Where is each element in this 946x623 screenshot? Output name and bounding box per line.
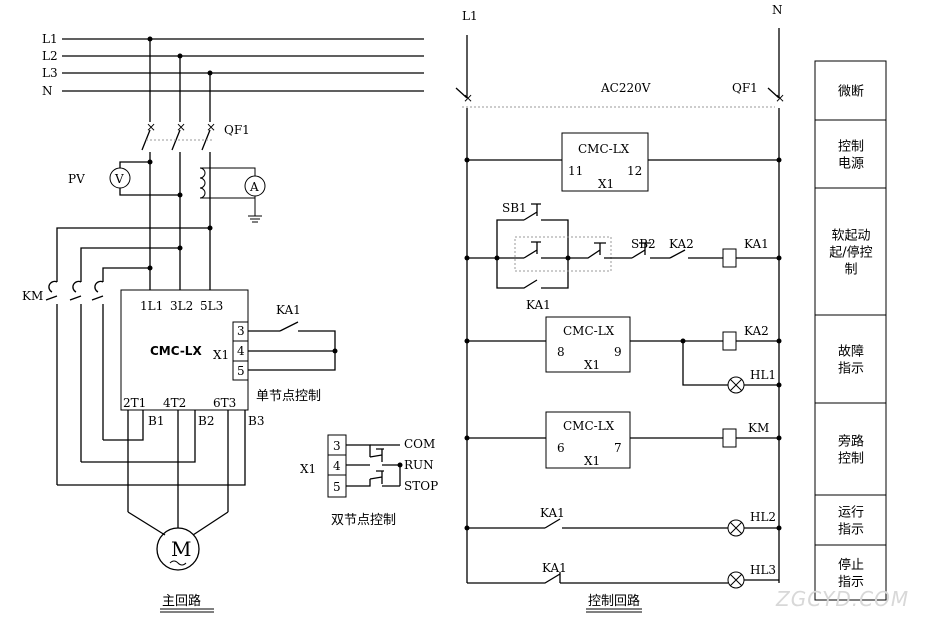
voltmeter: V PV xyxy=(68,159,183,198)
function-label-7: 停止指示 xyxy=(838,557,864,590)
terminal-4: 4 xyxy=(237,344,245,358)
dn-label-com: COM xyxy=(404,437,435,451)
ctrl-supply: AC220V xyxy=(600,81,651,95)
rung4-right: 7 xyxy=(614,441,622,455)
rung4-left: 6 xyxy=(557,441,565,455)
rung3-left: 8 xyxy=(557,345,565,359)
breaker-label: QF1 xyxy=(224,123,250,137)
watermark: ZGCYD.COM xyxy=(775,587,909,611)
function-label-6: 运行指示 xyxy=(838,506,864,538)
output-4t2: 4T2 xyxy=(163,396,186,410)
output-2t1: 2T1 xyxy=(123,396,146,410)
rung1-box: CMC-LX xyxy=(578,142,630,156)
control-circuit: L1 N × × AC220V QF1 CMC-LX 11 12 X1 xyxy=(455,3,785,613)
rung-run-indicator: KA1 HL2 xyxy=(464,506,782,537)
bus-label-l1: L1 xyxy=(42,32,58,46)
rung1-block: X1 xyxy=(598,177,614,191)
output-6t3: 6T3 xyxy=(213,396,236,410)
dn-terminal-3: 3 xyxy=(333,439,341,453)
main-circuit: L1 L2 L3 N × × × QF1 xyxy=(22,32,438,613)
rung3-right: 9 xyxy=(614,345,622,359)
rung3-block: X1 xyxy=(584,358,600,372)
rung3-lamp: HL1 xyxy=(750,368,776,382)
double-node-caption: 双节点控制 xyxy=(331,513,396,528)
rung-control-power: CMC-LX 11 12 X1 xyxy=(464,132,782,192)
single-node-caption: 单节点控制 xyxy=(256,389,321,404)
rung3-coil: KA2 xyxy=(744,324,769,338)
main-breaker-qf1: × × × QF1 xyxy=(141,120,250,290)
rung-fault: CMC-LX 8 9 X1 KA2 HL1 xyxy=(464,316,782,394)
main-circuit-caption: 主回路 xyxy=(162,593,201,609)
rung6-contact: KA1 xyxy=(542,561,567,575)
rung5-lamp: HL2 xyxy=(750,510,776,524)
rung4-block: X1 xyxy=(584,454,600,468)
input-5l3: 5L3 xyxy=(200,299,223,313)
single-node-control: KA1 单节点控制 xyxy=(248,303,338,404)
rung1-right: 12 xyxy=(627,164,642,178)
bus-label-l2: L2 xyxy=(42,49,58,63)
ammeter: A xyxy=(199,167,266,223)
soft-starter: 1L1 3L2 5L3 CMC-LX X1 3 4 5 2T1 4T2 6T3 … xyxy=(120,289,264,428)
bus-label-l3: L3 xyxy=(42,66,58,80)
dn-label-stop: STOP xyxy=(404,479,438,493)
sb2-label: SB2 xyxy=(631,237,656,251)
single-node-relay: KA1 xyxy=(276,303,301,317)
rung1-left: 11 xyxy=(568,164,583,178)
rung-stop-indicator: KA1 HL3 xyxy=(467,561,779,589)
terminal-block-x1: X1 xyxy=(213,348,229,362)
rung3-box: CMC-LX xyxy=(563,324,615,338)
voltmeter-label: PV xyxy=(68,172,85,186)
dn-terminal-5: 5 xyxy=(333,480,341,494)
rung4-box: CMC-LX xyxy=(563,419,615,433)
bus-label-n: N xyxy=(42,84,53,98)
svg-text:×: × xyxy=(775,91,785,105)
terminal-3: 3 xyxy=(237,324,245,338)
svg-text:×: × xyxy=(206,120,216,134)
rung4-coil: KM xyxy=(748,421,769,435)
double-node-control: 3 4 5 X1 COM RUN STOP 双节点控制 xyxy=(300,434,438,528)
ka1-latch-label: KA1 xyxy=(526,298,551,312)
function-label-2: 控制电源 xyxy=(838,140,864,172)
function-label-5: 旁路控制 xyxy=(838,434,864,467)
softstarter-model: CMC-LX xyxy=(150,344,202,358)
voltmeter-symbol: V xyxy=(114,172,124,186)
dn-label-run: RUN xyxy=(404,458,434,472)
contactor-label: KM xyxy=(22,289,43,303)
svg-text:×: × xyxy=(176,120,186,134)
dn-terminal-4: 4 xyxy=(333,459,341,473)
bypass-b1: B1 xyxy=(148,414,164,428)
motor-symbol: M xyxy=(171,537,191,561)
rung6-lamp: HL3 xyxy=(750,563,776,577)
rung-bypass: CMC-LX 6 7 X1 KM xyxy=(464,411,782,469)
control-circuit-caption: 控制回路 xyxy=(588,593,640,609)
input-1l1: 1L1 xyxy=(140,299,163,313)
svg-text:×: × xyxy=(146,120,156,134)
bypass-b2: B2 xyxy=(198,414,214,428)
rung-start-stop: SB1 SB2 KA2 KA1 KA1 xyxy=(464,201,782,312)
input-3l2: 3L2 xyxy=(170,299,193,313)
ctrl-neutral-label: N xyxy=(772,3,783,17)
dn-block-x1: X1 xyxy=(300,462,316,476)
ka1-coil-label: KA1 xyxy=(744,237,769,251)
bypass-b3: B3 xyxy=(248,414,264,428)
bypass-contactor-km: KM xyxy=(22,225,213,485)
ka2-contact-label: KA2 xyxy=(669,237,694,251)
terminal-5: 5 xyxy=(237,364,245,378)
motor-feed: M 主回路 xyxy=(57,410,246,613)
function-label-4: 故障指示 xyxy=(838,345,864,377)
function-label-1: 微断 xyxy=(838,85,864,100)
ctrl-line-label: L1 xyxy=(462,9,478,23)
function-label-3: 软起动起/停控制 xyxy=(829,229,872,278)
ctrl-breaker: QF1 xyxy=(732,81,758,95)
sb1-label: SB1 xyxy=(502,201,527,215)
rung5-contact: KA1 xyxy=(540,506,565,520)
svg-text:×: × xyxy=(463,91,473,105)
ammeter-symbol: A xyxy=(249,180,259,194)
